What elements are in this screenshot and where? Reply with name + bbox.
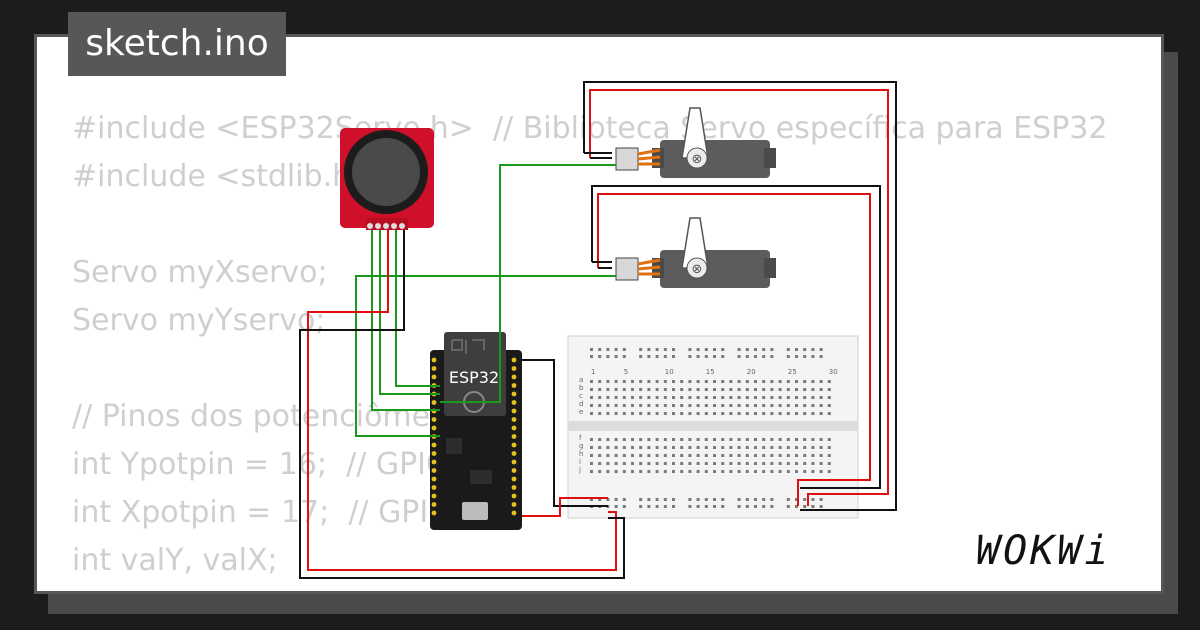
breadboard-column-number: 15 <box>706 368 715 376</box>
breadboard-column-number: 20 <box>747 368 756 376</box>
svg-text:⊗: ⊗ <box>692 152 703 167</box>
breadboard-row-letter: b <box>579 384 584 392</box>
breadboard-row-letter: h <box>579 450 583 458</box>
breadboard-column-number: 30 <box>829 368 838 376</box>
breadboard-row-letter: a <box>579 376 583 384</box>
file-tab[interactable]: sketch.ino <box>68 12 286 76</box>
esp32-board[interactable]: ESP32 <box>430 332 522 530</box>
code-line: int valY, valX; <box>72 543 278 578</box>
breadboard-row-letter: j <box>578 466 581 474</box>
breadboard-row-letter: d <box>579 400 583 408</box>
servo-motor[interactable]: ⊗ <box>615 217 776 288</box>
code-line: #include <stdlib.h> <box>72 159 377 194</box>
servo-motor[interactable]: ⊗ <box>615 107 776 178</box>
breadboard-row-letter: g <box>579 442 583 450</box>
breadboard-row-letter: c <box>579 392 583 400</box>
breadboard-column-number: 1 <box>591 368 595 376</box>
breadboard-column-number: 25 <box>788 368 797 376</box>
breadboard-column-number: 10 <box>665 368 674 376</box>
joystick-module[interactable] <box>340 128 434 230</box>
code-line: Servo myXservo; <box>72 255 328 290</box>
breadboard-row-letter: i <box>579 458 581 466</box>
esp32-label: ESP32 <box>449 368 499 387</box>
wokwi-logo: WOKWi <box>976 528 1112 574</box>
breadboard-column-number: 5 <box>624 368 628 376</box>
breadboard-row-letter: f <box>579 434 582 442</box>
breadboard-row-letter: e <box>579 408 583 416</box>
wire-set <box>299 81 897 579</box>
project-card[interactable]: #include <ESP32Servo.h> // Biblioteca Se… <box>34 34 1164 594</box>
svg-text:⊗: ⊗ <box>692 262 703 277</box>
